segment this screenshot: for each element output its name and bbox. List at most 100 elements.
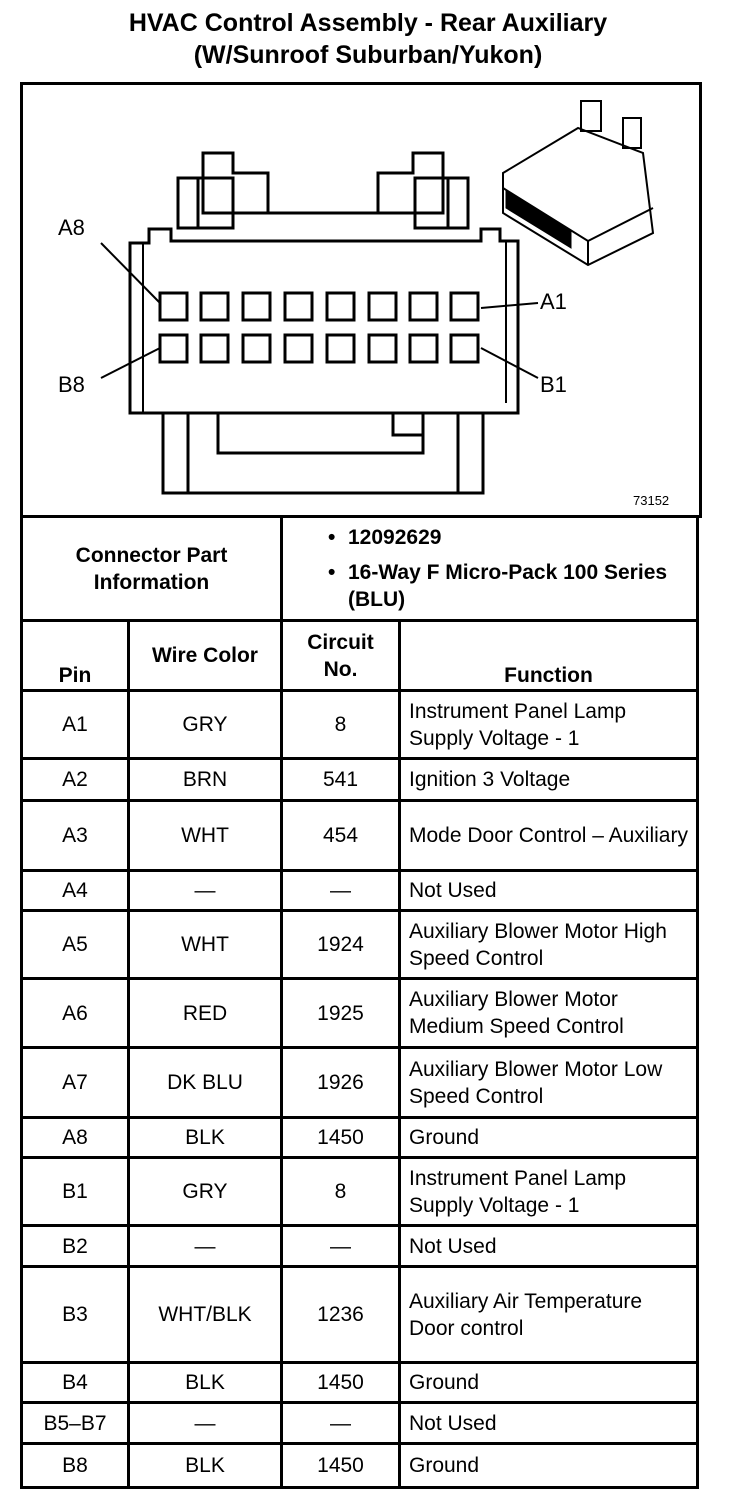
latch-right [376, 151, 445, 215]
pin-cell: A7 [20, 1046, 130, 1119]
connector-info-cell: 12092629 16-Way F Micro-Pack 100 Series … [280, 515, 699, 622]
circuit-cell: — [280, 1224, 401, 1268]
label-a8: A8 [58, 215, 85, 240]
function-cell: Auxiliary Air Temperature Door control [398, 1265, 699, 1364]
figure-number: 73152 [633, 493, 670, 508]
pin-cell: B4 [20, 1361, 130, 1404]
function-cell: Not Used [398, 1401, 699, 1445]
wire-color-cell: RED [127, 977, 283, 1049]
circuit-cell: 1236 [280, 1265, 401, 1364]
table-row: B2——Not Used [20, 1224, 699, 1268]
circuit-cell: — [280, 869, 401, 912]
connector-info-label: Connector Part Information [20, 515, 283, 622]
wire-color-cell: BLK [127, 1116, 283, 1159]
pin-cell: B8 [20, 1442, 130, 1489]
function-cell: Ground [398, 1116, 699, 1159]
circuit-cell: 1924 [280, 909, 401, 980]
wire-color-cell: BLK [127, 1442, 283, 1489]
pins-row-a [158, 291, 480, 322]
pin-cell: A5 [20, 909, 130, 980]
function-cell: Ground [398, 1442, 699, 1489]
wire-color-cell: WHT [127, 799, 283, 872]
housing-bottom [161, 413, 485, 495]
table-row: B5–B7——Not Used [20, 1401, 699, 1445]
header-function: Function [398, 619, 699, 692]
function-cell: Auxiliary Blower Motor High Speed Contro… [398, 909, 699, 980]
header-circuit: Circuit No. [280, 619, 401, 692]
latch-left-base [176, 176, 235, 230]
pin-cell: B3 [20, 1265, 130, 1364]
title-line-2: (W/Sunroof Suburban/Yukon) [193, 41, 543, 69]
circuit-cell: 1450 [280, 1361, 401, 1404]
function-cell: Auxiliary Blower Motor Medium Speed Cont… [398, 977, 699, 1049]
pins-row-b [158, 333, 480, 364]
wire-color-cell: WHT [127, 909, 283, 980]
circuit-cell: 8 [280, 1156, 401, 1227]
header-pin: Pin [20, 619, 130, 692]
latch-right-base [413, 176, 470, 230]
connector-type: 16-Way F Micro-Pack 100 Series (BLU) [328, 559, 688, 613]
connector-drawing [100, 100, 655, 495]
wire-color-cell: — [127, 869, 283, 912]
housing [128, 227, 520, 415]
connector-diagram: A8 B8 A1 B1 73152 [20, 82, 702, 518]
label-b1: B1 [540, 372, 567, 397]
pin-cell: A1 [20, 689, 130, 760]
pin-cell: A4 [20, 869, 130, 912]
function-cell: Instrument Panel Lamp Supply Voltage - 1 [398, 1156, 699, 1227]
label-a1: A1 [540, 289, 567, 314]
connector-info-row: Connector Part Information 12092629 16-W… [20, 515, 699, 622]
connector-iso-view [502, 100, 655, 267]
label-b8: B8 [58, 372, 85, 397]
title-line-1: HVAC Control Assembly - Rear Auxiliary [128, 9, 608, 37]
pin-cell: B1 [20, 1156, 130, 1227]
wire-color-cell: BLK [127, 1361, 283, 1404]
circuit-cell: 454 [280, 799, 401, 872]
wire-color-cell: GRY [127, 689, 283, 760]
circuit-cell: 541 [280, 757, 401, 802]
wire-color-cell: WHT/BLK [127, 1265, 283, 1364]
header-wire-color: Wire Color [127, 619, 283, 692]
circuit-cell: 1450 [280, 1116, 401, 1159]
latch-left [201, 151, 270, 215]
housing-edges [142, 241, 507, 413]
column-header-row: Pin Wire Color Circuit No. Function [20, 619, 699, 692]
leader-lines [100, 242, 539, 379]
wire-color-cell: — [127, 1224, 283, 1268]
function-cell: Instrument Panel Lamp Supply Voltage - 1 [398, 689, 699, 760]
circuit-cell: 1926 [280, 1046, 401, 1119]
pin-cell: A6 [20, 977, 130, 1049]
function-cell: Not Used [398, 1224, 699, 1268]
pin-cell: B2 [20, 1224, 130, 1268]
circuit-cell: — [280, 1401, 401, 1445]
pin-cell: A3 [20, 799, 130, 872]
latch-bridge [231, 211, 417, 228]
pinout-table: Connector Part Information 12092629 16-W… [20, 515, 699, 1489]
wire-color-cell: GRY [127, 1156, 283, 1227]
pin-cell: A8 [20, 1116, 130, 1159]
pin-cell: B5–B7 [20, 1401, 130, 1445]
circuit-cell: 8 [280, 689, 401, 760]
connector-info-list: 12092629 16-Way F Micro-Pack 100 Series … [328, 524, 688, 613]
function-cell: Ground [398, 1361, 699, 1404]
circuit-cell: 1925 [280, 977, 401, 1049]
wire-color-cell: DK BLU [127, 1046, 283, 1119]
function-cell: Ignition 3 Voltage [398, 757, 699, 802]
function-cell: Mode Door Control – Auxiliary [398, 799, 699, 872]
table-row: A4——Not Used [20, 869, 699, 912]
circuit-cell: 1450 [280, 1442, 401, 1489]
wire-color-cell: — [127, 1401, 283, 1445]
wire-color-cell: BRN [127, 757, 283, 802]
